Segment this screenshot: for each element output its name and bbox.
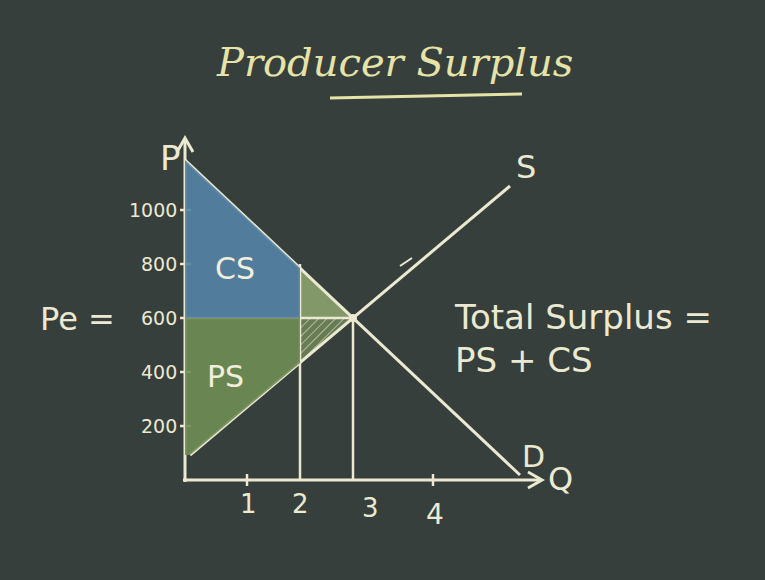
tick-label: 1 — [240, 490, 257, 519]
producer-surplus-area: PS — [185, 318, 300, 455]
tick-label: 4 — [426, 500, 444, 531]
chalk-mark — [400, 258, 412, 266]
title-underline — [330, 94, 522, 98]
region-shape — [185, 160, 300, 318]
tick-label: 200 — [141, 416, 177, 437]
equilibrium-quantity-line — [352, 318, 355, 480]
price-label: Pe = — [40, 302, 115, 337]
region-label: PS — [207, 360, 244, 393]
equilibrium-point — [349, 314, 357, 322]
axis-arrow — [528, 472, 542, 488]
formula-note: Total Surplus = PS + CS — [455, 296, 740, 381]
quantity-axis — [183, 479, 540, 482]
axis-label: P — [160, 140, 181, 177]
tick-marks — [180, 210, 433, 486]
curve-label: D — [522, 440, 545, 473]
tick-label: 3 — [362, 494, 379, 523]
tick-label: 600 — [141, 308, 177, 329]
tick-label: 2 — [292, 490, 309, 519]
axis-label: Q — [548, 462, 573, 497]
tick-label: 800 — [141, 254, 177, 275]
consumer-surplus-area: CS — [185, 160, 300, 318]
region-label: CS — [215, 252, 255, 285]
chalk-title: Producer Surplus — [217, 40, 573, 84]
curve-label: S — [516, 150, 536, 185]
tick-label: 400 — [141, 362, 177, 383]
tick-label: 1000 — [129, 200, 177, 221]
